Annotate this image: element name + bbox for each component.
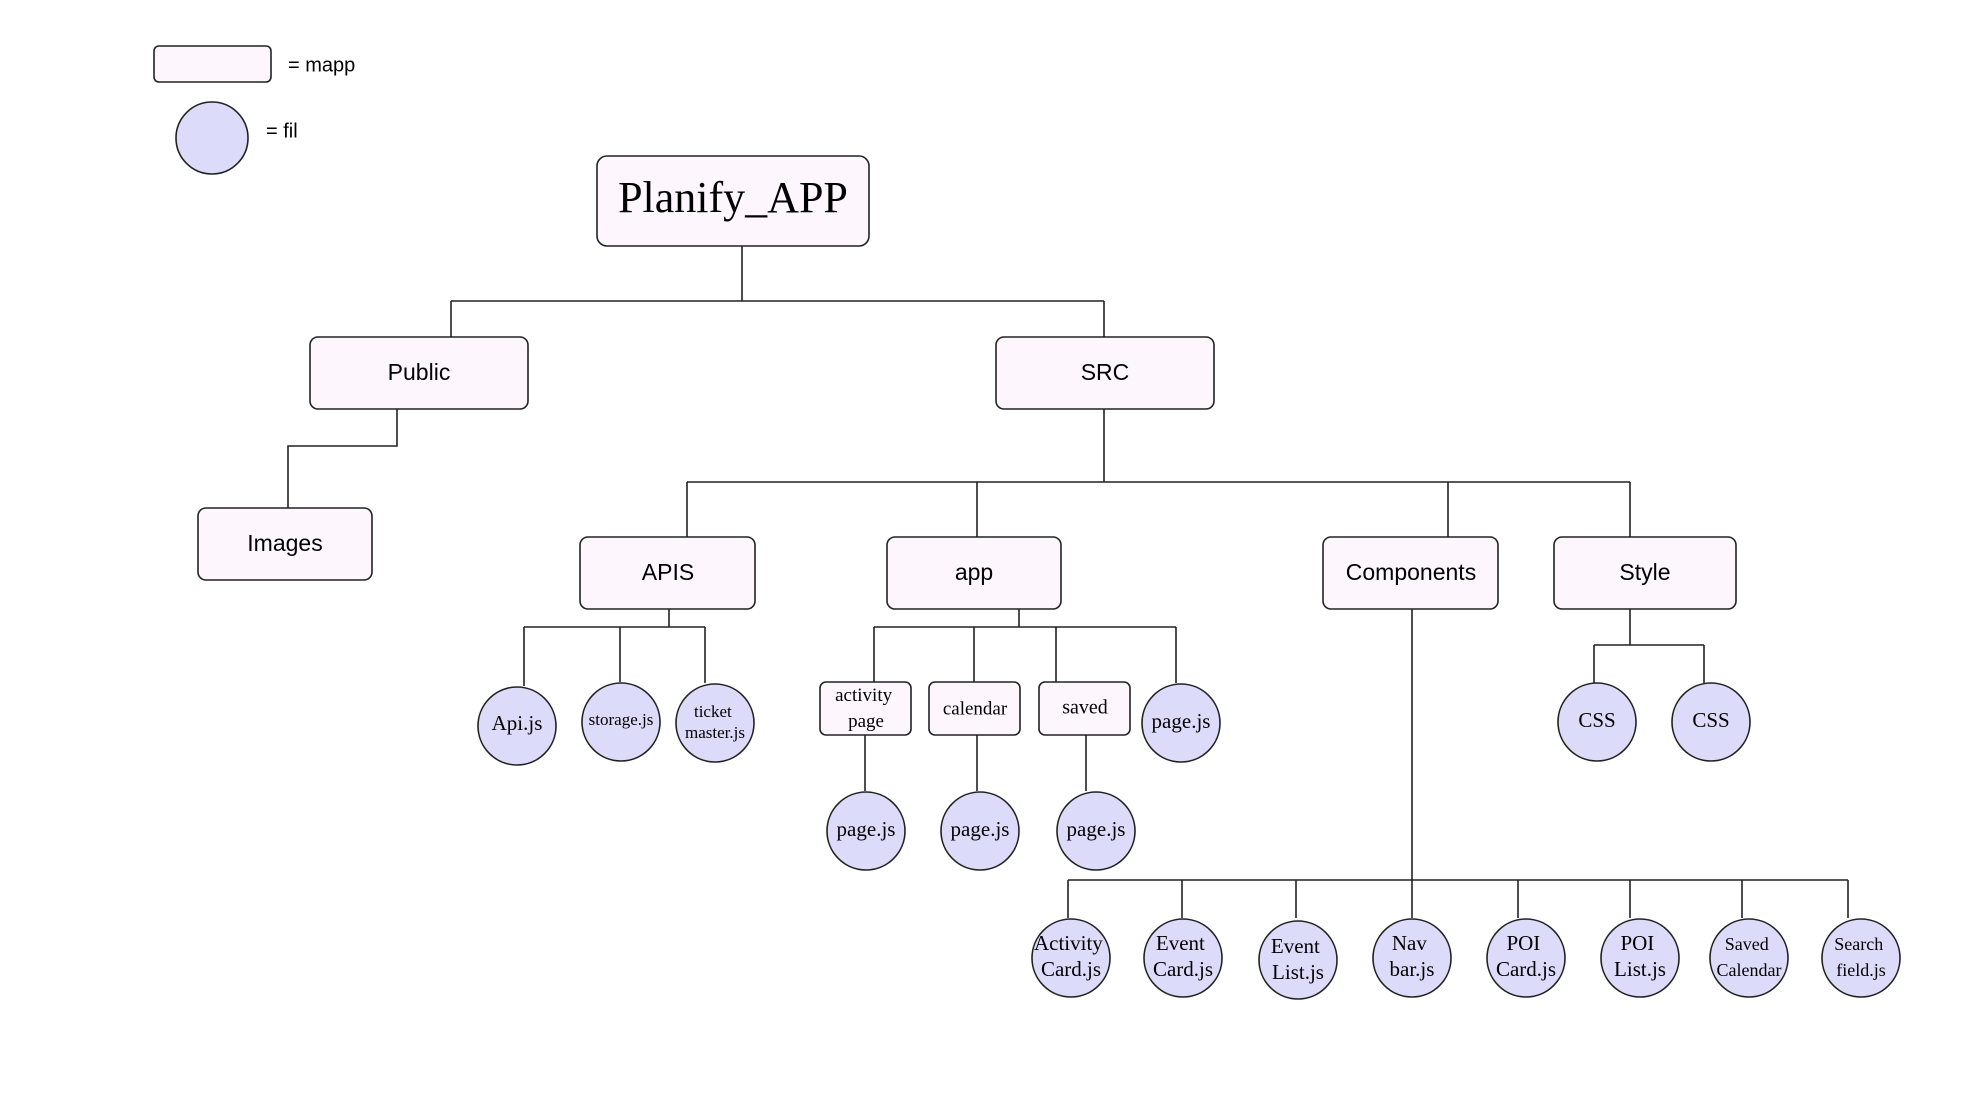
svg-text:POI List.js: POI List.js xyxy=(1614,931,1666,981)
folder-images: Images xyxy=(197,507,373,581)
file-saved-calendar-line-2: Calendar xyxy=(1717,960,1782,980)
file-saved-calendar-line-1: Saved xyxy=(1725,934,1769,954)
file-api-js-label: Api.js xyxy=(492,711,543,735)
file-saved-page-js-label: page.js xyxy=(1067,817,1126,841)
file-storage-js: storage.js xyxy=(581,682,661,762)
file-searchfield-js: Search field.js xyxy=(1821,918,1901,998)
svg-text:Activity Card.js: Activity Card.js xyxy=(1034,931,1108,981)
file-searchfield-js-line-2: field.js xyxy=(1836,960,1886,980)
file-navbar-js-line-1: Nav xyxy=(1392,931,1427,955)
folder-activity-page-line-1: activity xyxy=(835,685,892,706)
svg-text:storage.js: storage.js xyxy=(589,710,654,729)
legend-folder-label: = mapp xyxy=(288,54,355,76)
file-ticketmaster-js: ticket master.js xyxy=(675,683,755,763)
file-saved-page-js: page.js xyxy=(1056,791,1136,871)
file-css-2: CSS xyxy=(1671,682,1751,762)
file-event-list-js: Event List.js xyxy=(1258,920,1338,1000)
file-storage-js-label: storage.js xyxy=(589,710,654,729)
file-calendar-page-js: page.js xyxy=(940,791,1020,871)
file-navbar-js-line-2: bar.js xyxy=(1390,957,1435,981)
folder-saved: saved xyxy=(1038,681,1131,736)
svg-text:CSS: CSS xyxy=(1578,708,1615,732)
folder-public: Public xyxy=(309,336,529,410)
folder-calendar-label: calendar xyxy=(943,698,1008,719)
folder-root: Planify_APP xyxy=(596,155,870,247)
file-event-list-js-line-2: List.js xyxy=(1272,960,1324,984)
file-css-2-label: CSS xyxy=(1692,708,1729,732)
file-event-card-js-line-2: Card.js xyxy=(1153,957,1213,981)
folder-apis-label: APIS xyxy=(642,559,694,585)
svg-text:POI Card.js: POI Card.js xyxy=(1496,931,1556,981)
file-event-card-js: Event Card.js xyxy=(1143,918,1223,998)
folder-images-label: Images xyxy=(247,530,322,556)
file-activity-page-js-label: page.js xyxy=(837,817,896,841)
file-poi-list-js: POI List.js xyxy=(1600,918,1680,998)
file-api-js: Api.js xyxy=(477,686,557,766)
svg-text:CSS: CSS xyxy=(1692,708,1729,732)
folder-activity-page-line-2: page xyxy=(848,711,884,732)
legend-folder-swatch xyxy=(153,45,272,83)
svg-text:Saved Calendar: Saved Calendar xyxy=(1717,934,1782,980)
folder-style-label: Style xyxy=(1619,559,1670,585)
file-event-card-js-line-1: Event xyxy=(1156,931,1205,955)
file-css-1: CSS xyxy=(1557,682,1637,762)
connectors xyxy=(287,246,1849,918)
folder-apis: APIS xyxy=(579,536,756,610)
svg-text:ticket master.js: ticket master.js xyxy=(685,702,745,742)
file-ticketmaster-js-line-2: master.js xyxy=(685,723,745,742)
file-poi-card-js-line-1: POI xyxy=(1506,931,1540,955)
legend-file-label: = fil xyxy=(266,120,298,142)
folder-app: app xyxy=(886,536,1062,610)
file-ticketmaster-js-line-1: ticket xyxy=(694,702,732,721)
folder-public-label: Public xyxy=(388,359,451,385)
file-poi-list-js-line-1: POI xyxy=(1620,931,1654,955)
svg-text:Event List.js: Event List.js xyxy=(1271,934,1325,984)
svg-text:page.js: page.js xyxy=(837,817,896,841)
file-calendar-page-js-label: page.js xyxy=(951,817,1010,841)
file-searchfield-js-line-1: Search xyxy=(1834,934,1883,954)
file-app-page-js-label: page.js xyxy=(1152,709,1211,733)
file-navbar-js: Nav bar.js xyxy=(1372,918,1452,998)
svg-text:Nav bar.js: Nav bar.js xyxy=(1390,931,1435,981)
file-app-page-js: page.js xyxy=(1141,683,1221,763)
file-saved-calendar: Saved Calendar xyxy=(1709,918,1789,998)
file-activity-page-js: page.js xyxy=(826,791,906,871)
file-event-list-js-line-1: Event xyxy=(1271,934,1320,958)
folder-saved-label: saved xyxy=(1062,697,1108,719)
file-poi-card-js-line-2: Card.js xyxy=(1496,957,1556,981)
folder-root-label: Planify_APP xyxy=(618,173,848,222)
file-poi-card-js: POI Card.js xyxy=(1486,918,1566,998)
svg-text:Search field.js: Search field.js xyxy=(1834,934,1887,980)
legend-file-swatch xyxy=(175,101,249,175)
svg-text:page.js: page.js xyxy=(1067,817,1126,841)
svg-text:page.js: page.js xyxy=(951,817,1010,841)
folder-activity-page-label: activity page xyxy=(835,685,897,732)
folder-app-label: app xyxy=(955,559,993,585)
folder-components: Components xyxy=(1322,536,1499,610)
file-activity-card-js: Activity Card.js xyxy=(1031,918,1111,998)
svg-text:Event Card.js: Event Card.js xyxy=(1153,931,1213,981)
folder-style: Style xyxy=(1553,536,1737,610)
folder-src-label: SRC xyxy=(1081,359,1130,385)
folder-components-label: Components xyxy=(1346,559,1476,585)
svg-text:Api.js: Api.js xyxy=(492,711,543,735)
legend: = mapp = fil xyxy=(153,45,355,175)
file-poi-list-js-line-2: List.js xyxy=(1614,957,1666,981)
file-css-1-label: CSS xyxy=(1578,708,1615,732)
file-activity-card-js-line-2: Card.js xyxy=(1041,957,1101,981)
file-activity-card-js-line-1: Activity xyxy=(1034,931,1103,955)
folder-activity-page: activity page xyxy=(819,681,912,736)
folder-src: SRC xyxy=(995,336,1215,410)
folder-calendar: calendar xyxy=(928,681,1021,736)
svg-text:page.js: page.js xyxy=(1152,709,1211,733)
